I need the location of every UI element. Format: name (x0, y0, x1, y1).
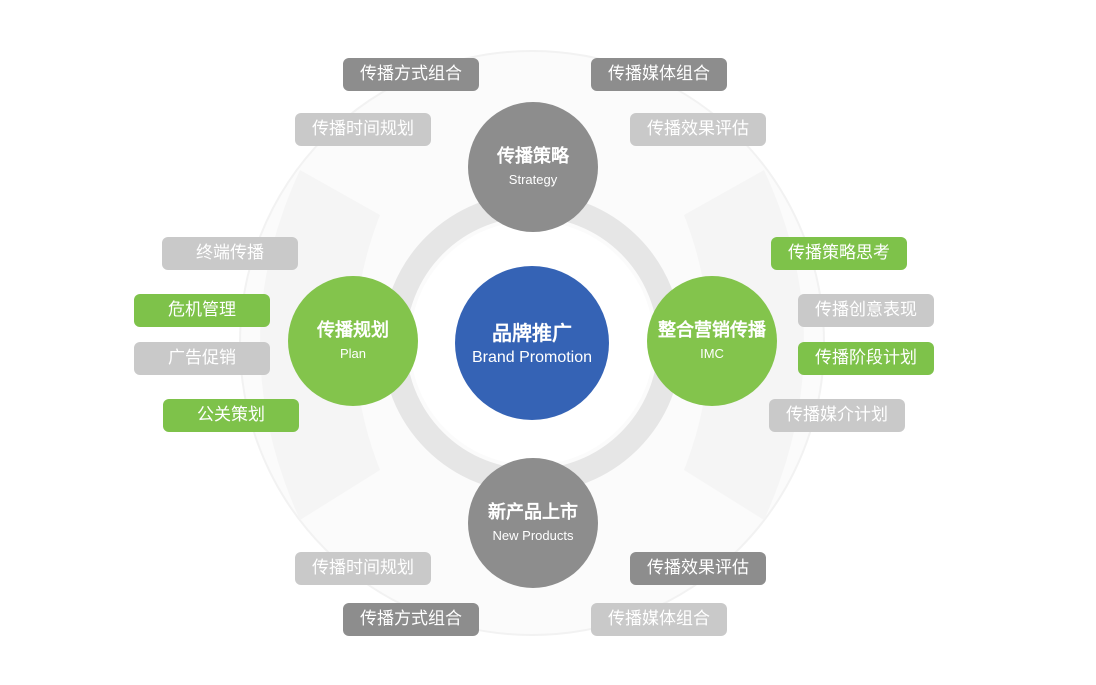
tag-right-1: 传播策略思考 (771, 237, 907, 270)
tag-left-3: 广告促销 (134, 342, 270, 375)
tag-top-3: 传播时间规划 (295, 113, 431, 146)
tag-right-3: 传播阶段计划 (798, 342, 934, 375)
node-new-products: 新产品上市 New Products (468, 458, 598, 588)
tag-left-4: 公关策划 (163, 399, 299, 432)
node-imc: 整合营销传播 IMC (647, 276, 777, 406)
tag-right-2: 传播创意表现 (798, 294, 934, 327)
tag-top-2: 传播媒体组合 (591, 58, 727, 91)
center-node-brand-promotion: 品牌推广 Brand Promotion (455, 266, 609, 420)
tag-right-4: 传播媒介计划 (769, 399, 905, 432)
tag-top-1: 传播方式组合 (343, 58, 479, 91)
tag-top-4: 传播效果评估 (630, 113, 766, 146)
node-plan-subtitle: Plan (339, 345, 367, 361)
tag-left-2: 危机管理 (134, 294, 270, 327)
node-new-products-subtitle: New Products (492, 527, 574, 543)
node-strategy: 传播策略 Strategy (468, 102, 598, 232)
tag-left-1: 终端传播 (162, 237, 298, 270)
node-imc-subtitle: IMC (700, 345, 724, 361)
center-title: 品牌推广 (492, 320, 572, 345)
tag-bottom-3: 传播方式组合 (343, 603, 479, 636)
center-subtitle: Brand Promotion (471, 348, 593, 366)
node-strategy-subtitle: Strategy (508, 171, 558, 187)
tag-bottom-1: 传播时间规划 (295, 552, 431, 585)
node-imc-title: 整合营销传播 (658, 319, 766, 341)
node-new-products-title: 新产品上市 (488, 501, 578, 523)
node-strategy-title: 传播策略 (497, 145, 569, 167)
tag-bottom-2: 传播效果评估 (630, 552, 766, 585)
tag-bottom-4: 传播媒体组合 (591, 603, 727, 636)
node-plan-title: 传播规划 (317, 319, 389, 341)
node-plan: 传播规划 Plan (288, 276, 418, 406)
